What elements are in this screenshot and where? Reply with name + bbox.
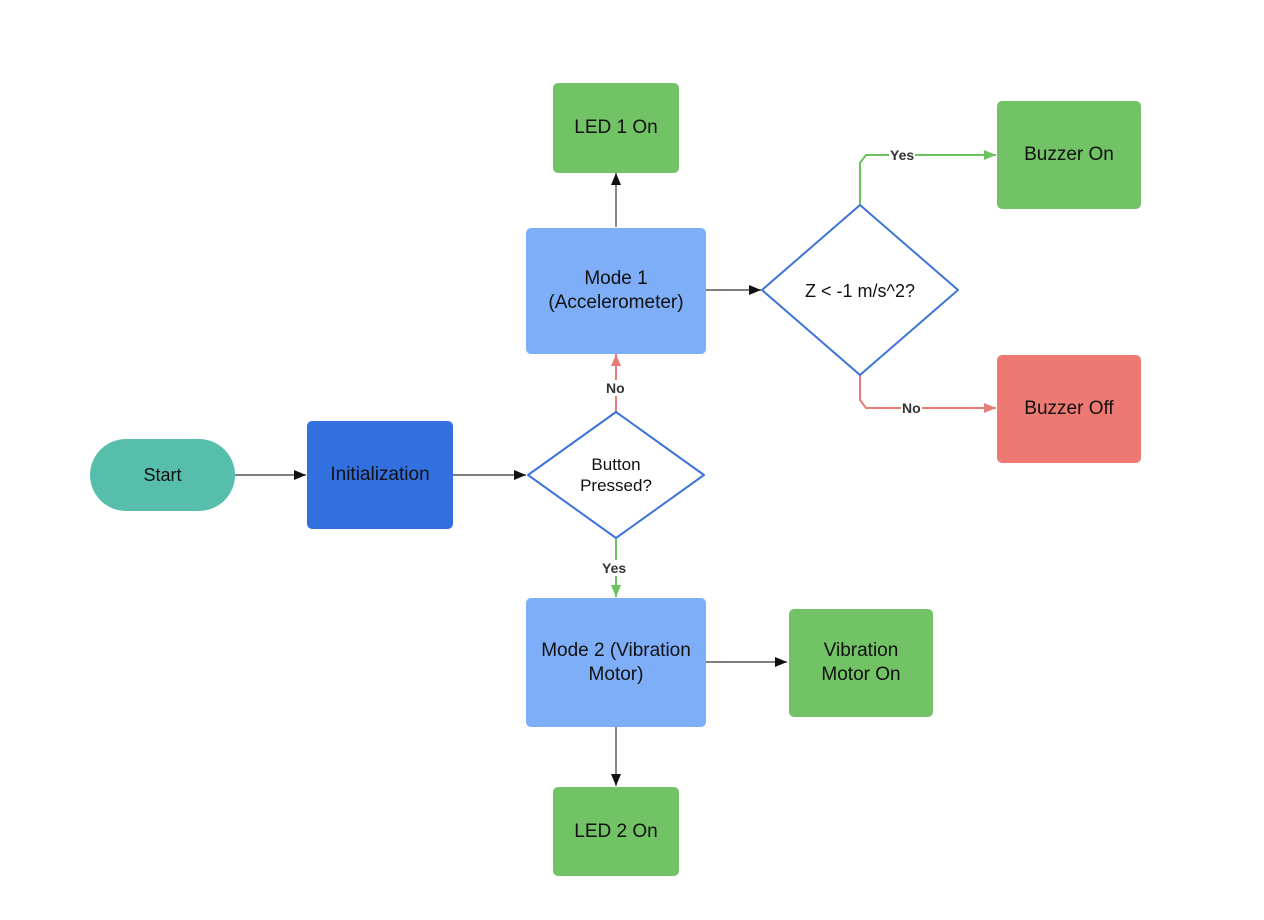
led1-label: LED 1 On [574, 117, 658, 138]
z-check-label: Z < -1 m/s^2? [805, 280, 915, 301]
initialization-node: Initialization [307, 421, 453, 529]
vibration-on-label: Vibration Motor On [821, 640, 901, 685]
mode1-label: Mode 1 (Accelerometer) [548, 268, 684, 313]
led2-node: LED 2 On [553, 787, 679, 876]
buzzer-off-node: Buzzer Off [997, 355, 1141, 463]
start-label: Start [143, 465, 182, 485]
edge-z-no-to-buzzer-off [859, 375, 996, 413]
led1-node: LED 1 On [553, 83, 679, 173]
start-node: Start [90, 439, 235, 511]
button-pressed-label: Button Pressed? [580, 455, 652, 495]
edge-label-button-yes: Yes [601, 560, 628, 576]
mode2-label: Mode 2 (Vibration Motor) [541, 639, 691, 685]
led2-label: LED 2 On [574, 820, 658, 842]
buzzer-on-label: Buzzer On [1024, 144, 1114, 165]
mode1-node: Mode 1 (Accelerometer) [526, 228, 706, 354]
vibration-on-node: Vibration Motor On [789, 609, 933, 717]
edge-z-yes-to-buzzer-on [859, 150, 996, 205]
button-pressed-diamond [527, 411, 705, 539]
edge-label-z-no: No [901, 400, 922, 416]
z-check-diamond [761, 204, 959, 376]
edge-label-button-no: No [605, 380, 626, 396]
buzzer-on-node: Buzzer On [997, 101, 1141, 209]
mode2-node: Mode 2 (Vibration Motor) [526, 598, 706, 727]
buzzer-off-label: Buzzer Off [1024, 398, 1114, 419]
edge-label-z-yes: Yes [889, 147, 916, 163]
initialization-label: Initialization [330, 464, 430, 485]
